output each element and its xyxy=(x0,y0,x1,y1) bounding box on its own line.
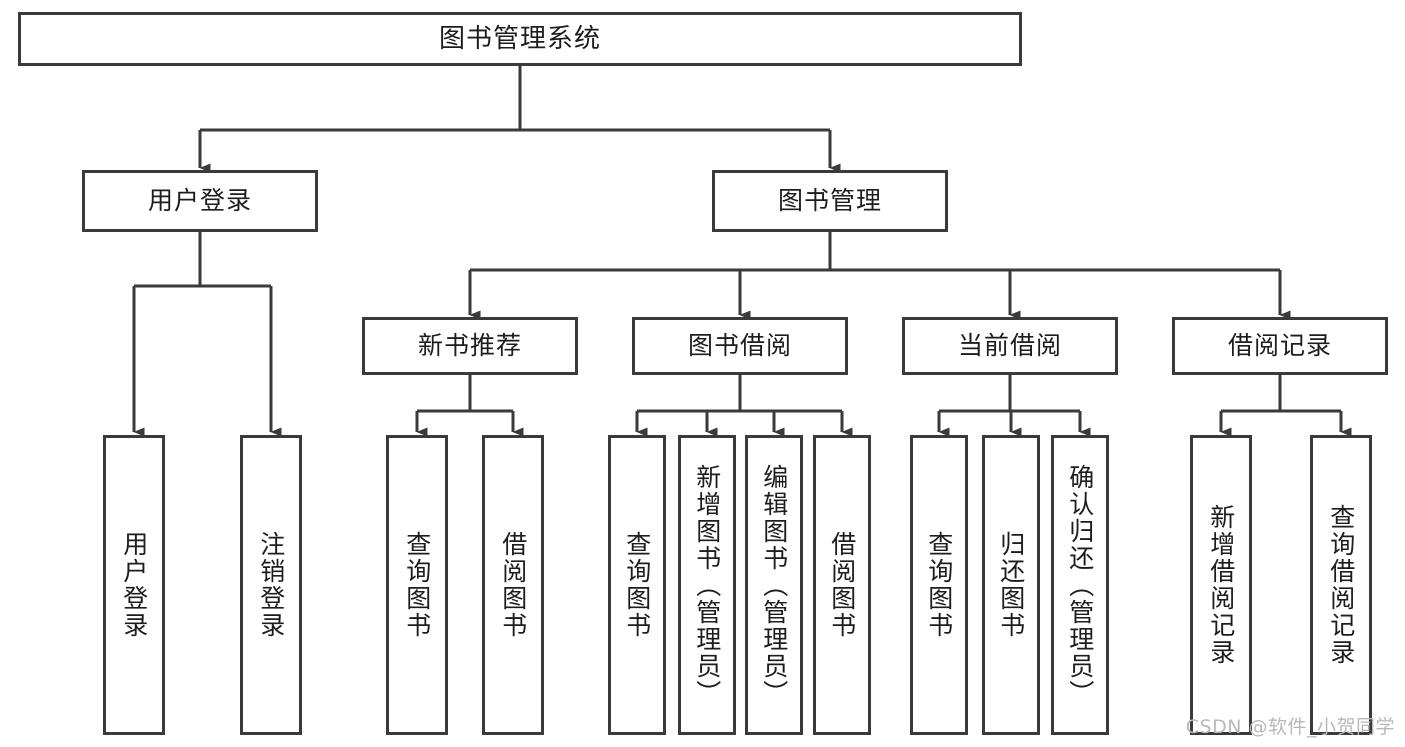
node-book-borrow[interactable]: 图书借阅 xyxy=(632,317,848,375)
node-label: 确认归还（管理员） xyxy=(1065,463,1095,707)
node-label: 新书推荐 xyxy=(417,331,522,361)
node-label: 查询图书 xyxy=(924,531,954,639)
node-label: 图书管理 xyxy=(777,186,882,216)
node-label: 归还图书 xyxy=(996,531,1026,639)
leaf-query-book-current[interactable]: 查询图书 xyxy=(910,435,968,735)
leaf-edit-book-admin[interactable]: 编辑图书（管理员） xyxy=(745,435,803,735)
leaf-query-book-recommend[interactable]: 查询图书 xyxy=(386,435,448,735)
node-book-management[interactable]: 图书管理 xyxy=(712,170,948,232)
node-label: 当前借阅 xyxy=(957,331,1062,361)
node-label: 查询借阅记录 xyxy=(1326,504,1356,666)
node-label: 图书借阅 xyxy=(687,331,792,361)
leaf-confirm-return-admin[interactable]: 确认归还（管理员） xyxy=(1051,435,1109,735)
node-label: 用户登录 xyxy=(147,186,252,216)
leaf-user-login[interactable]: 用户登录 xyxy=(103,435,165,735)
node-label: 新增借阅记录 xyxy=(1206,504,1236,666)
node-label: 借阅图书 xyxy=(827,531,857,639)
leaf-borrow-book-recommend[interactable]: 借阅图书 xyxy=(482,435,544,735)
node-label: 注销登录 xyxy=(256,531,286,639)
leaf-user-logout[interactable]: 注销登录 xyxy=(240,435,302,735)
node-label: 图书管理系统 xyxy=(438,23,601,54)
watermark-text: CSDN @软件_小贺同学 xyxy=(1185,716,1395,738)
leaf-add-borrow-record[interactable]: 新增借阅记录 xyxy=(1190,435,1252,735)
node-label: 用户登录 xyxy=(119,531,149,639)
leaf-return-book[interactable]: 归还图书 xyxy=(982,435,1040,735)
node-root[interactable]: 图书管理系统 xyxy=(18,12,1022,66)
node-label: 借阅记录 xyxy=(1227,331,1332,361)
node-label: 查询图书 xyxy=(622,531,652,639)
node-label: 查询图书 xyxy=(402,531,432,639)
node-user-login[interactable]: 用户登录 xyxy=(82,170,318,232)
leaf-query-borrow-record[interactable]: 查询借阅记录 xyxy=(1310,435,1372,735)
leaf-add-book-admin[interactable]: 新增图书（管理员） xyxy=(678,435,736,735)
node-borrow-record[interactable]: 借阅记录 xyxy=(1172,317,1388,375)
node-current-borrow[interactable]: 当前借阅 xyxy=(902,317,1118,375)
node-label: 新增图书（管理员） xyxy=(692,463,722,707)
leaf-borrow-book[interactable]: 借阅图书 xyxy=(813,435,871,735)
node-new-book-recommend[interactable]: 新书推荐 xyxy=(362,317,578,375)
node-label: 编辑图书（管理员） xyxy=(759,463,789,707)
node-label: 借阅图书 xyxy=(498,531,528,639)
leaf-query-book-borrow[interactable]: 查询图书 xyxy=(608,435,666,735)
